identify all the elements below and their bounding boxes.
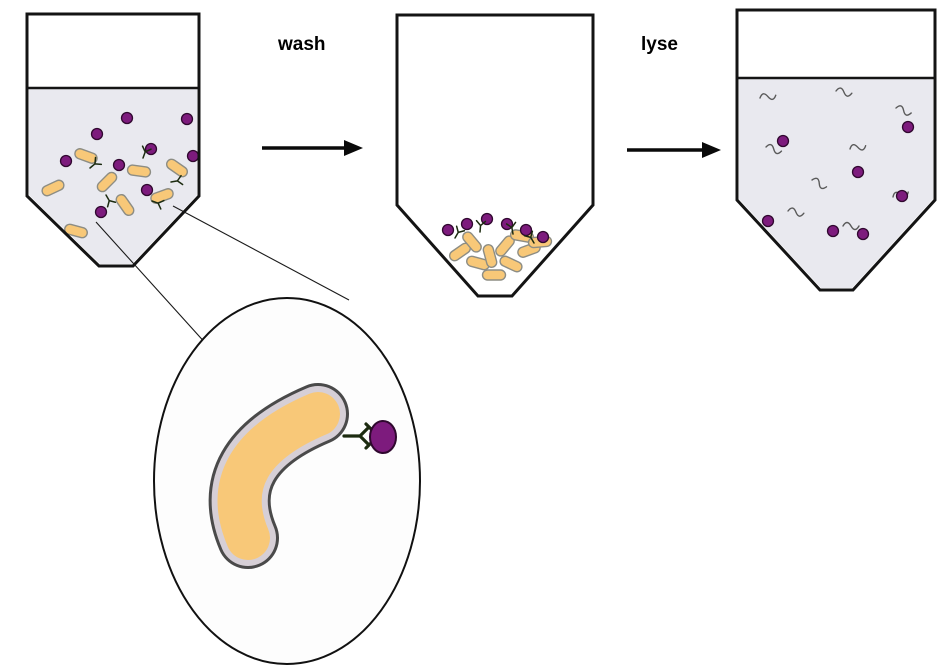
bead: [112, 158, 126, 172]
callout-line-left: [95, 221, 209, 347]
bead: [140, 183, 154, 197]
lysed-tube: [735, 8, 937, 292]
bacterium-zoomed: [208, 383, 349, 569]
bead: [856, 227, 870, 241]
lyse-step: lyse: [627, 34, 721, 158]
antibody-zoomed-icon: [342, 422, 374, 450]
sample-tube-outline: [25, 12, 201, 268]
bead: [776, 134, 790, 148]
washed-tube: [395, 13, 595, 298]
bead: [94, 205, 108, 219]
bead: [180, 112, 194, 126]
bead: [826, 224, 840, 238]
bead: [90, 127, 104, 141]
washed-tube-outline: [395, 13, 595, 298]
wash-label: wash: [277, 34, 326, 55]
lyse-label: lyse: [641, 34, 678, 55]
bead: [59, 154, 73, 168]
bead: [901, 120, 915, 134]
bacterium: [481, 269, 507, 281]
magnifier-circle: [153, 297, 421, 665]
antibody-icon: [474, 219, 487, 234]
bead: [895, 189, 909, 203]
bead: [851, 165, 865, 179]
callout-line-right: [172, 205, 350, 301]
bead: [120, 111, 134, 125]
bead: [536, 230, 550, 244]
bead: [761, 214, 775, 228]
bead: [441, 223, 455, 237]
sample-tube: [25, 12, 201, 268]
bead: [519, 223, 533, 237]
arrow-right-icon: [627, 142, 721, 158]
arrow-right-icon: [262, 140, 363, 156]
bead: [460, 217, 474, 231]
bead-zoomed: [369, 420, 397, 454]
wash-step: wash: [262, 34, 363, 156]
magnifier-callout: [95, 205, 421, 665]
bead: [186, 149, 200, 163]
lysed-tube-outline: [735, 8, 937, 292]
lysate-liquid: [739, 78, 933, 288]
